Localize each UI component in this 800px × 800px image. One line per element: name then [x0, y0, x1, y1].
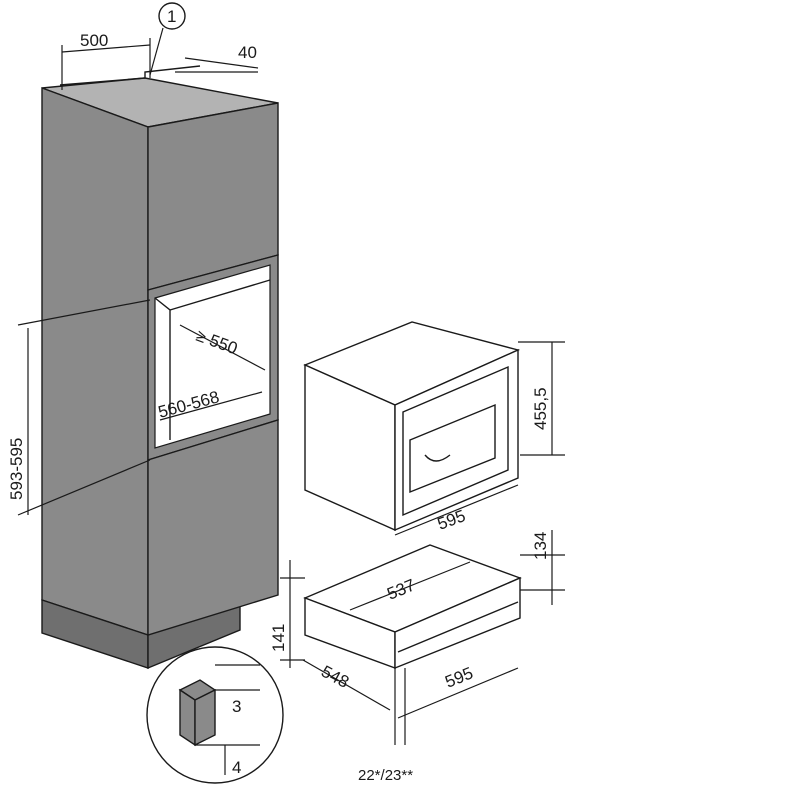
cabinet-top-vent — [59, 65, 201, 86]
label-cabinet-depth: 500 — [80, 31, 108, 50]
niche-back-edge — [169, 279, 271, 311]
dim-drawer-height: 134 — [520, 530, 565, 605]
dim-gap-top: 40 — [175, 43, 259, 73]
detail-view: 3 4 — [146, 646, 284, 784]
detail-side-face — [179, 688, 196, 747]
warming-drawer — [303, 544, 522, 670]
label-detail-gap-a: 3 — [232, 697, 241, 716]
machine-cup-outline — [424, 454, 451, 462]
callout-1-number: 1 — [167, 7, 176, 26]
dim-niche-height: 593-595 — [7, 299, 151, 516]
cabinet-lower-door — [147, 419, 279, 636]
dim-drawer-front-offset: 22*/23** — [358, 668, 413, 784]
cabinet-side — [41, 86, 149, 636]
drawer-handle — [397, 601, 519, 653]
drawer-front — [394, 576, 521, 670]
tall-cabinet — [41, 65, 279, 670]
coffee-machine — [303, 321, 521, 532]
label-drawer-front-height: 141 — [269, 624, 288, 652]
label-drawer-front-offset: 22*/23** — [358, 767, 413, 784]
cabinet-niche-opening — [154, 264, 271, 449]
dim-machine-height: 455,5 — [518, 341, 565, 456]
label-drawer-height: 134 — [531, 532, 550, 560]
label-drawer-depth: 548 — [318, 662, 352, 692]
dim-drawer-width: 595 — [397, 663, 519, 719]
dim-drawer-depth: 548 — [302, 659, 391, 711]
label-machine-height: 455,5 — [531, 387, 550, 430]
label-detail-gap-b: 4 — [232, 758, 241, 777]
detail-front-face — [194, 688, 216, 747]
dim-cabinet-depth: 500 — [61, 31, 151, 90]
callout-1: 1 — [149, 2, 186, 76]
dim-drawer-front-height: 141 — [269, 560, 305, 668]
label-niche-height: 593-595 — [7, 438, 26, 500]
machine-dispenser-area — [409, 403, 496, 494]
label-gap-top: 40 — [238, 43, 257, 62]
